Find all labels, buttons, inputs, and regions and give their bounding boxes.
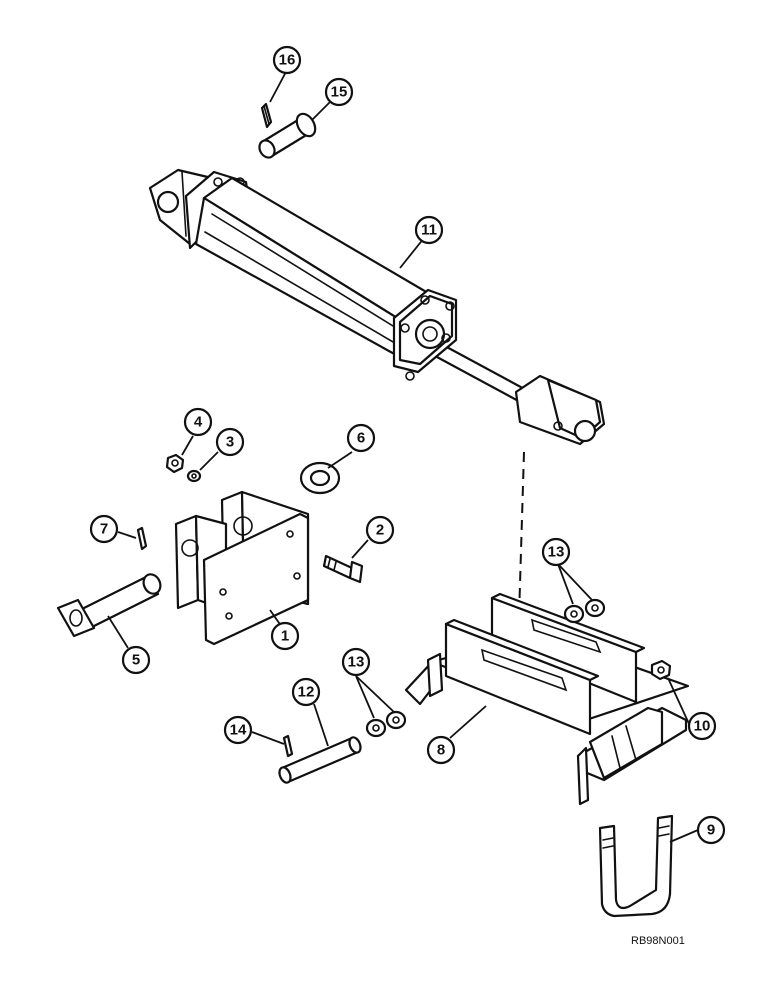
callout-10: 10 <box>687 711 717 741</box>
svg-text:9: 9 <box>707 822 715 839</box>
callout-4: 4 <box>183 407 213 437</box>
part-4-nut <box>165 453 185 474</box>
svg-text:16: 16 <box>279 52 296 69</box>
callout-3: 3 <box>215 427 245 457</box>
part-14-cotter-pin <box>282 734 294 758</box>
callout-13-upper: 13 <box>541 537 571 567</box>
part-15-clevis-pin <box>258 112 317 159</box>
callout-1: 1 <box>270 621 300 651</box>
callout-9: 9 <box>696 815 726 845</box>
callout-8: 8 <box>426 735 456 765</box>
callout-7: 7 <box>89 514 119 544</box>
part-13-washers-upper <box>563 598 606 624</box>
part-2-bolt <box>322 554 364 584</box>
svg-text:2: 2 <box>376 522 384 539</box>
callout-6: 6 <box>346 423 376 453</box>
callout-16: 16 <box>272 45 302 75</box>
part-10-nut <box>650 659 672 681</box>
part-3-lock-washer <box>186 469 202 483</box>
part-8-base-channel <box>404 592 690 806</box>
part-1-mounting-bracket <box>174 490 310 646</box>
svg-text:1: 1 <box>281 628 289 645</box>
svg-text:6: 6 <box>357 430 365 447</box>
svg-text:4: 4 <box>194 414 203 431</box>
callout-5: 5 <box>121 645 151 675</box>
part-9-u-bolt <box>598 814 674 918</box>
svg-text:7: 7 <box>100 521 108 538</box>
part-5-pivot-pin <box>56 573 162 638</box>
callout-13-lower: 13 <box>341 647 371 677</box>
callout-2: 2 <box>365 515 395 545</box>
part-7-cotter-pin <box>136 526 148 551</box>
svg-text:3: 3 <box>226 434 234 451</box>
svg-text:12: 12 <box>298 684 315 701</box>
part-16-cotter-pin <box>260 102 273 129</box>
svg-text:8: 8 <box>437 742 445 759</box>
svg-text:13: 13 <box>548 544 565 561</box>
svg-text:5: 5 <box>132 652 140 669</box>
part-11-hydraulic-cylinder <box>148 168 606 446</box>
callout-11: 11 <box>414 215 444 245</box>
part-12-pin <box>278 736 362 784</box>
part-6-flat-washer <box>299 461 341 495</box>
svg-text:10: 10 <box>694 718 711 735</box>
callout-14: 14 <box>223 715 253 745</box>
leader-lines <box>107 69 699 843</box>
callout-12: 12 <box>291 677 321 707</box>
part-13-washers-lower <box>365 710 407 738</box>
callout-15: 15 <box>324 77 354 107</box>
figure-reference-code: RB98N001 <box>631 935 685 947</box>
svg-text:14: 14 <box>230 722 247 739</box>
svg-text:13: 13 <box>348 654 365 671</box>
svg-text:11: 11 <box>421 222 437 239</box>
svg-text:15: 15 <box>331 84 348 101</box>
